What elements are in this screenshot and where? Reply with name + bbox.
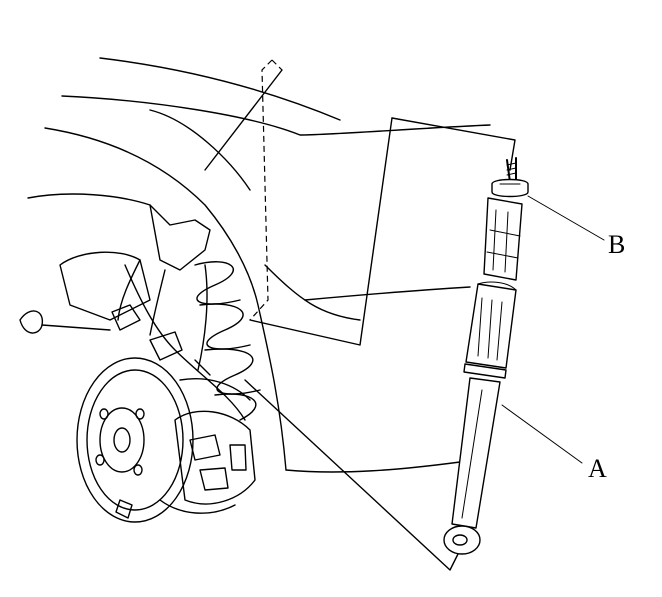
brake-hose <box>124 264 246 421</box>
upper-bracket <box>117 204 211 336</box>
callout-label-b: B <box>608 230 626 259</box>
brake-disc-hub <box>76 357 194 523</box>
lower-links <box>19 251 251 401</box>
brake-caliper <box>159 410 256 514</box>
leader-lines <box>501 195 605 464</box>
callout-label-a: A <box>588 454 607 483</box>
dashed-alignment-lines <box>249 59 283 321</box>
coil-spring <box>194 261 261 421</box>
shock-absorber <box>443 157 529 555</box>
vehicle-body-outline <box>27 57 491 473</box>
